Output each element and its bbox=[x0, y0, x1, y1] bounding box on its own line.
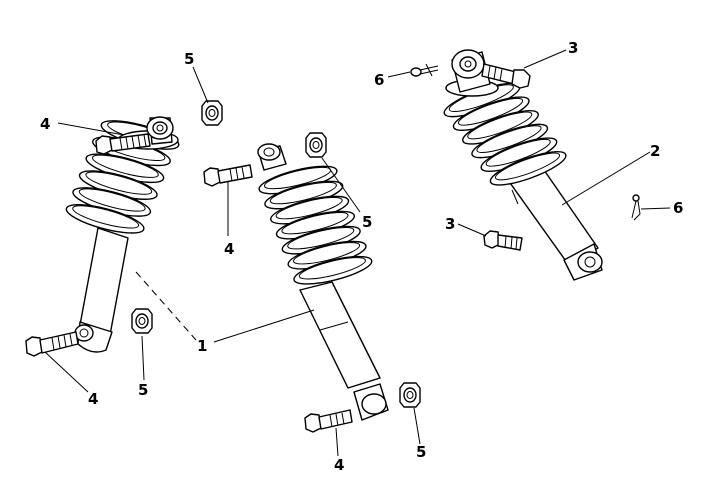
shock-absorber-right bbox=[440, 49, 603, 281]
bolt-center-lower bbox=[304, 409, 353, 433]
callout-4-center-lower: 4 bbox=[334, 456, 344, 474]
shock-absorber-center bbox=[256, 143, 389, 421]
nut-left-lower bbox=[131, 308, 153, 334]
callout-5-left-upper: 5 bbox=[184, 50, 194, 68]
bolt-left-lower bbox=[25, 331, 79, 357]
callout-3-right-lower: 3 bbox=[445, 215, 455, 233]
nut-center-upper bbox=[305, 132, 327, 158]
nut-left-upper bbox=[201, 100, 223, 126]
callout-6-upper: 6 bbox=[374, 71, 384, 89]
callout-6-right: 6 bbox=[673, 199, 683, 217]
pin-right bbox=[631, 194, 641, 221]
callout-5-center-lower: 5 bbox=[416, 443, 426, 461]
pin-upper bbox=[410, 63, 439, 77]
callout-labels: 4 5 4 5 1 4 5 4 5 3 6 2 6 3 bbox=[40, 39, 683, 474]
bolt-right-upper bbox=[481, 63, 531, 89]
callout-4-left-upper: 4 bbox=[40, 115, 50, 133]
callout-1-left: 1 bbox=[197, 337, 207, 355]
bolt-center-upper bbox=[203, 164, 253, 187]
callout-5-left-lower: 5 bbox=[138, 381, 148, 399]
bolt-right-lower bbox=[483, 230, 523, 251]
callout-2-right: 2 bbox=[650, 142, 660, 160]
nut-center-lower bbox=[399, 382, 421, 408]
callout-4-center-upper: 4 bbox=[224, 240, 234, 258]
callout-5-center-upper: 5 bbox=[362, 213, 372, 231]
bolt-left-upper bbox=[95, 133, 151, 155]
callout-3-right-upper: 3 bbox=[568, 39, 578, 57]
callout-4-left-lower: 4 bbox=[88, 390, 98, 408]
leader-lines bbox=[44, 49, 671, 457]
